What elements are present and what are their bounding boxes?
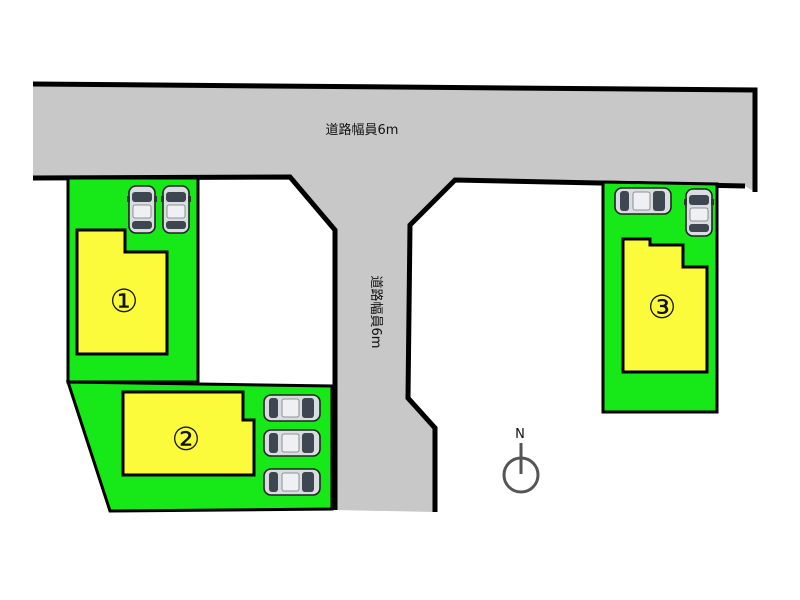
- north-arrow-icon: N: [502, 427, 540, 494]
- parking-car-icon: [126, 185, 158, 234]
- main-road-label: 道路幅員6m: [326, 122, 399, 138]
- parking-car-icon: [263, 429, 321, 457]
- lot-number-1: ①: [110, 282, 139, 320]
- lot-1: ①: [66, 176, 200, 384]
- parking-car-icon: [263, 394, 321, 422]
- building-2: [121, 390, 256, 477]
- building-1: [75, 228, 169, 356]
- compass-label: N: [515, 427, 525, 442]
- building-3: [621, 237, 709, 374]
- lot-number-3: ③: [648, 288, 677, 326]
- branch-road-label: 道路幅員6m: [368, 276, 384, 349]
- parking-car-icon: [683, 188, 715, 237]
- parking-car-icon: [263, 468, 321, 496]
- parking-car-icon: [614, 187, 672, 215]
- parking-car-icon: [160, 185, 192, 234]
- lot-number-2: ②: [172, 420, 201, 458]
- lot-2: ②: [65, 380, 334, 513]
- lot-3: ③: [601, 180, 719, 414]
